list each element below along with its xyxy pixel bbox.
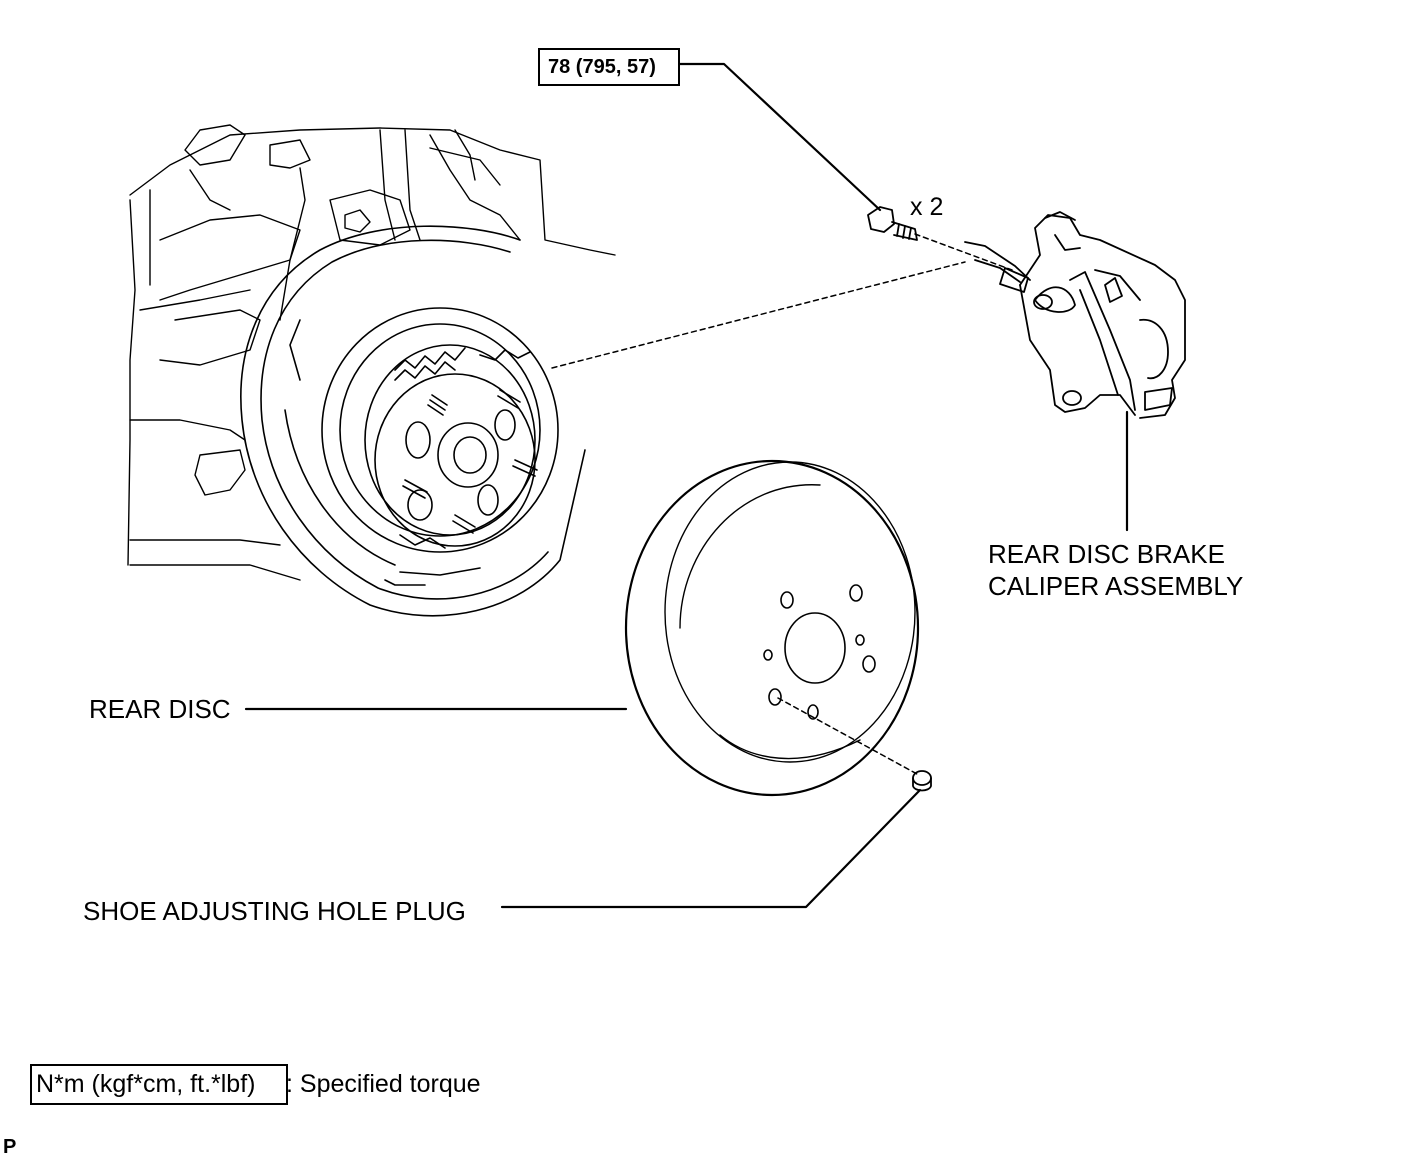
caliper-assembly-part	[964, 211, 1186, 419]
rear-disc-rotor	[624, 459, 920, 797]
torque-spec-box: 78 (795, 57)	[538, 48, 680, 86]
assembly-guide-lines	[551, 233, 1013, 775]
torque-value: 78 (795, 57)	[548, 56, 656, 78]
caliper-label-line2: CALIPER ASSEMBLY	[988, 571, 1244, 601]
bolt-quantity-label: x 2	[910, 193, 944, 221]
wheel-studs	[402, 389, 538, 534]
leader-lines	[244, 62, 1129, 909]
torque-unit-legend-box: N*m (kgf*cm, ft.*lbf)	[30, 1064, 288, 1105]
corner-code: P	[3, 1136, 17, 1158]
lug-holes	[763, 584, 876, 720]
hole-plug-part	[912, 770, 932, 792]
torque-unit-text: N*m (kgf*cm, ft.*lbf)	[36, 1070, 256, 1098]
rear-disc-label: REAR DISC	[89, 694, 231, 724]
backing-plate-drawing	[240, 225, 586, 617]
caliper-label-line1: REAR DISC BRAKE	[988, 539, 1225, 569]
hole-plug-label: SHOE ADJUSTING HOLE PLUG	[83, 896, 466, 926]
torque-legend-description: : Specified torque	[286, 1070, 481, 1098]
suspension-knuckle-drawing	[127, 124, 616, 581]
